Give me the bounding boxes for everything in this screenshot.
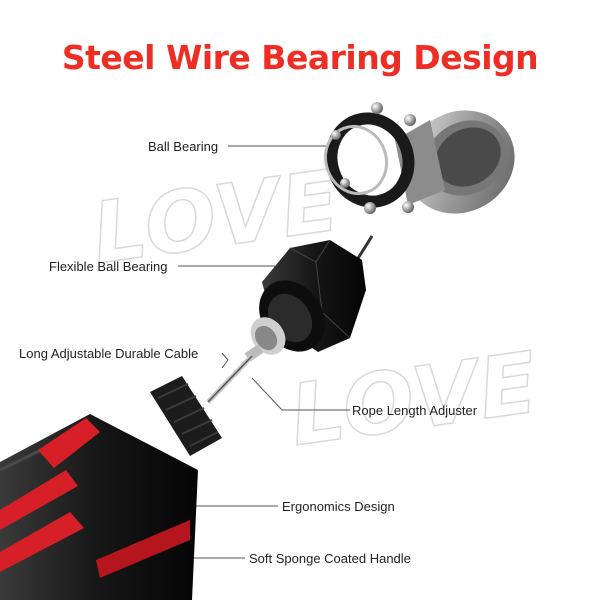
rope-length-adjuster-part xyxy=(244,317,286,362)
label-ergonomics: Ergonomics Design xyxy=(282,499,395,514)
flexible-ball-bearing-part xyxy=(259,239,366,352)
ball-bearing-part xyxy=(324,102,515,214)
label-sponge-handle: Soft Sponge Coated Handle xyxy=(249,551,411,566)
label-rope-length-adjuster: Rope Length Adjuster xyxy=(352,403,478,418)
label-ball-bearing: Ball Bearing xyxy=(148,139,219,154)
label-cable: Long Adjustable Durable Cable xyxy=(19,346,199,361)
page-title: Steel Wire Bearing Design xyxy=(61,38,539,77)
sponge-handle-part xyxy=(0,376,222,600)
label-flexible-ball-bearing: Flexible Ball Bearing xyxy=(49,259,168,274)
